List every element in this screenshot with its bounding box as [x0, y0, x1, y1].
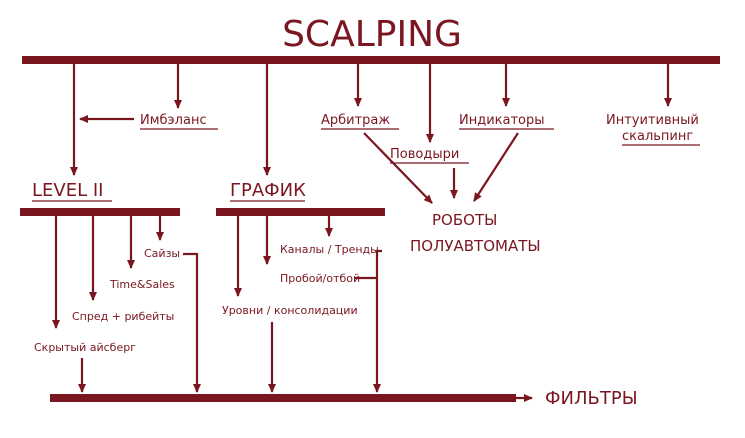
item-iceberg: Скрытый айсберг — [34, 341, 136, 354]
chart-bar — [216, 208, 385, 216]
item-time-sales: Time&Sales — [109, 278, 175, 291]
item-channels: Каналы / Тренды — [280, 243, 379, 256]
arrow-channels-to-filters — [373, 249, 382, 393]
node-imbalance: Имбэланс — [140, 113, 207, 128]
level2-label: LEVEL II — [32, 180, 103, 201]
item-spread: Спред + рибейты — [72, 310, 174, 323]
node-arbitrage: Арбитраж — [321, 113, 390, 128]
node-intuitive-line1: Интуитивный — [606, 113, 699, 128]
item-breakout: Пробой/отбой — [280, 272, 360, 285]
item-levels: Уровни / консолидации — [222, 304, 358, 317]
top-bar — [22, 56, 720, 64]
arrow-indicators-to-robots — [473, 132, 519, 202]
robots-line1: РОБОТЫ — [432, 211, 497, 229]
level2-bar — [20, 208, 180, 216]
robots-line2: ПОЛУАВТОМАТЫ — [410, 237, 541, 255]
arrow-arbitrage-to-robots — [363, 132, 433, 204]
diagram-title: SCALPING — [282, 14, 462, 55]
node-indicators: Индикаторы — [459, 113, 545, 128]
arrow-sizes-to-filters — [183, 252, 201, 393]
filters-bar — [50, 394, 516, 402]
node-intuitive-line2: скальпинг — [622, 129, 693, 144]
node-povodyri: Поводыри — [390, 147, 459, 162]
item-sizes: Сайзы — [144, 247, 180, 260]
filters-label: ФИЛЬТРЫ — [545, 388, 638, 409]
chart-label: ГРАФИК — [230, 180, 306, 201]
